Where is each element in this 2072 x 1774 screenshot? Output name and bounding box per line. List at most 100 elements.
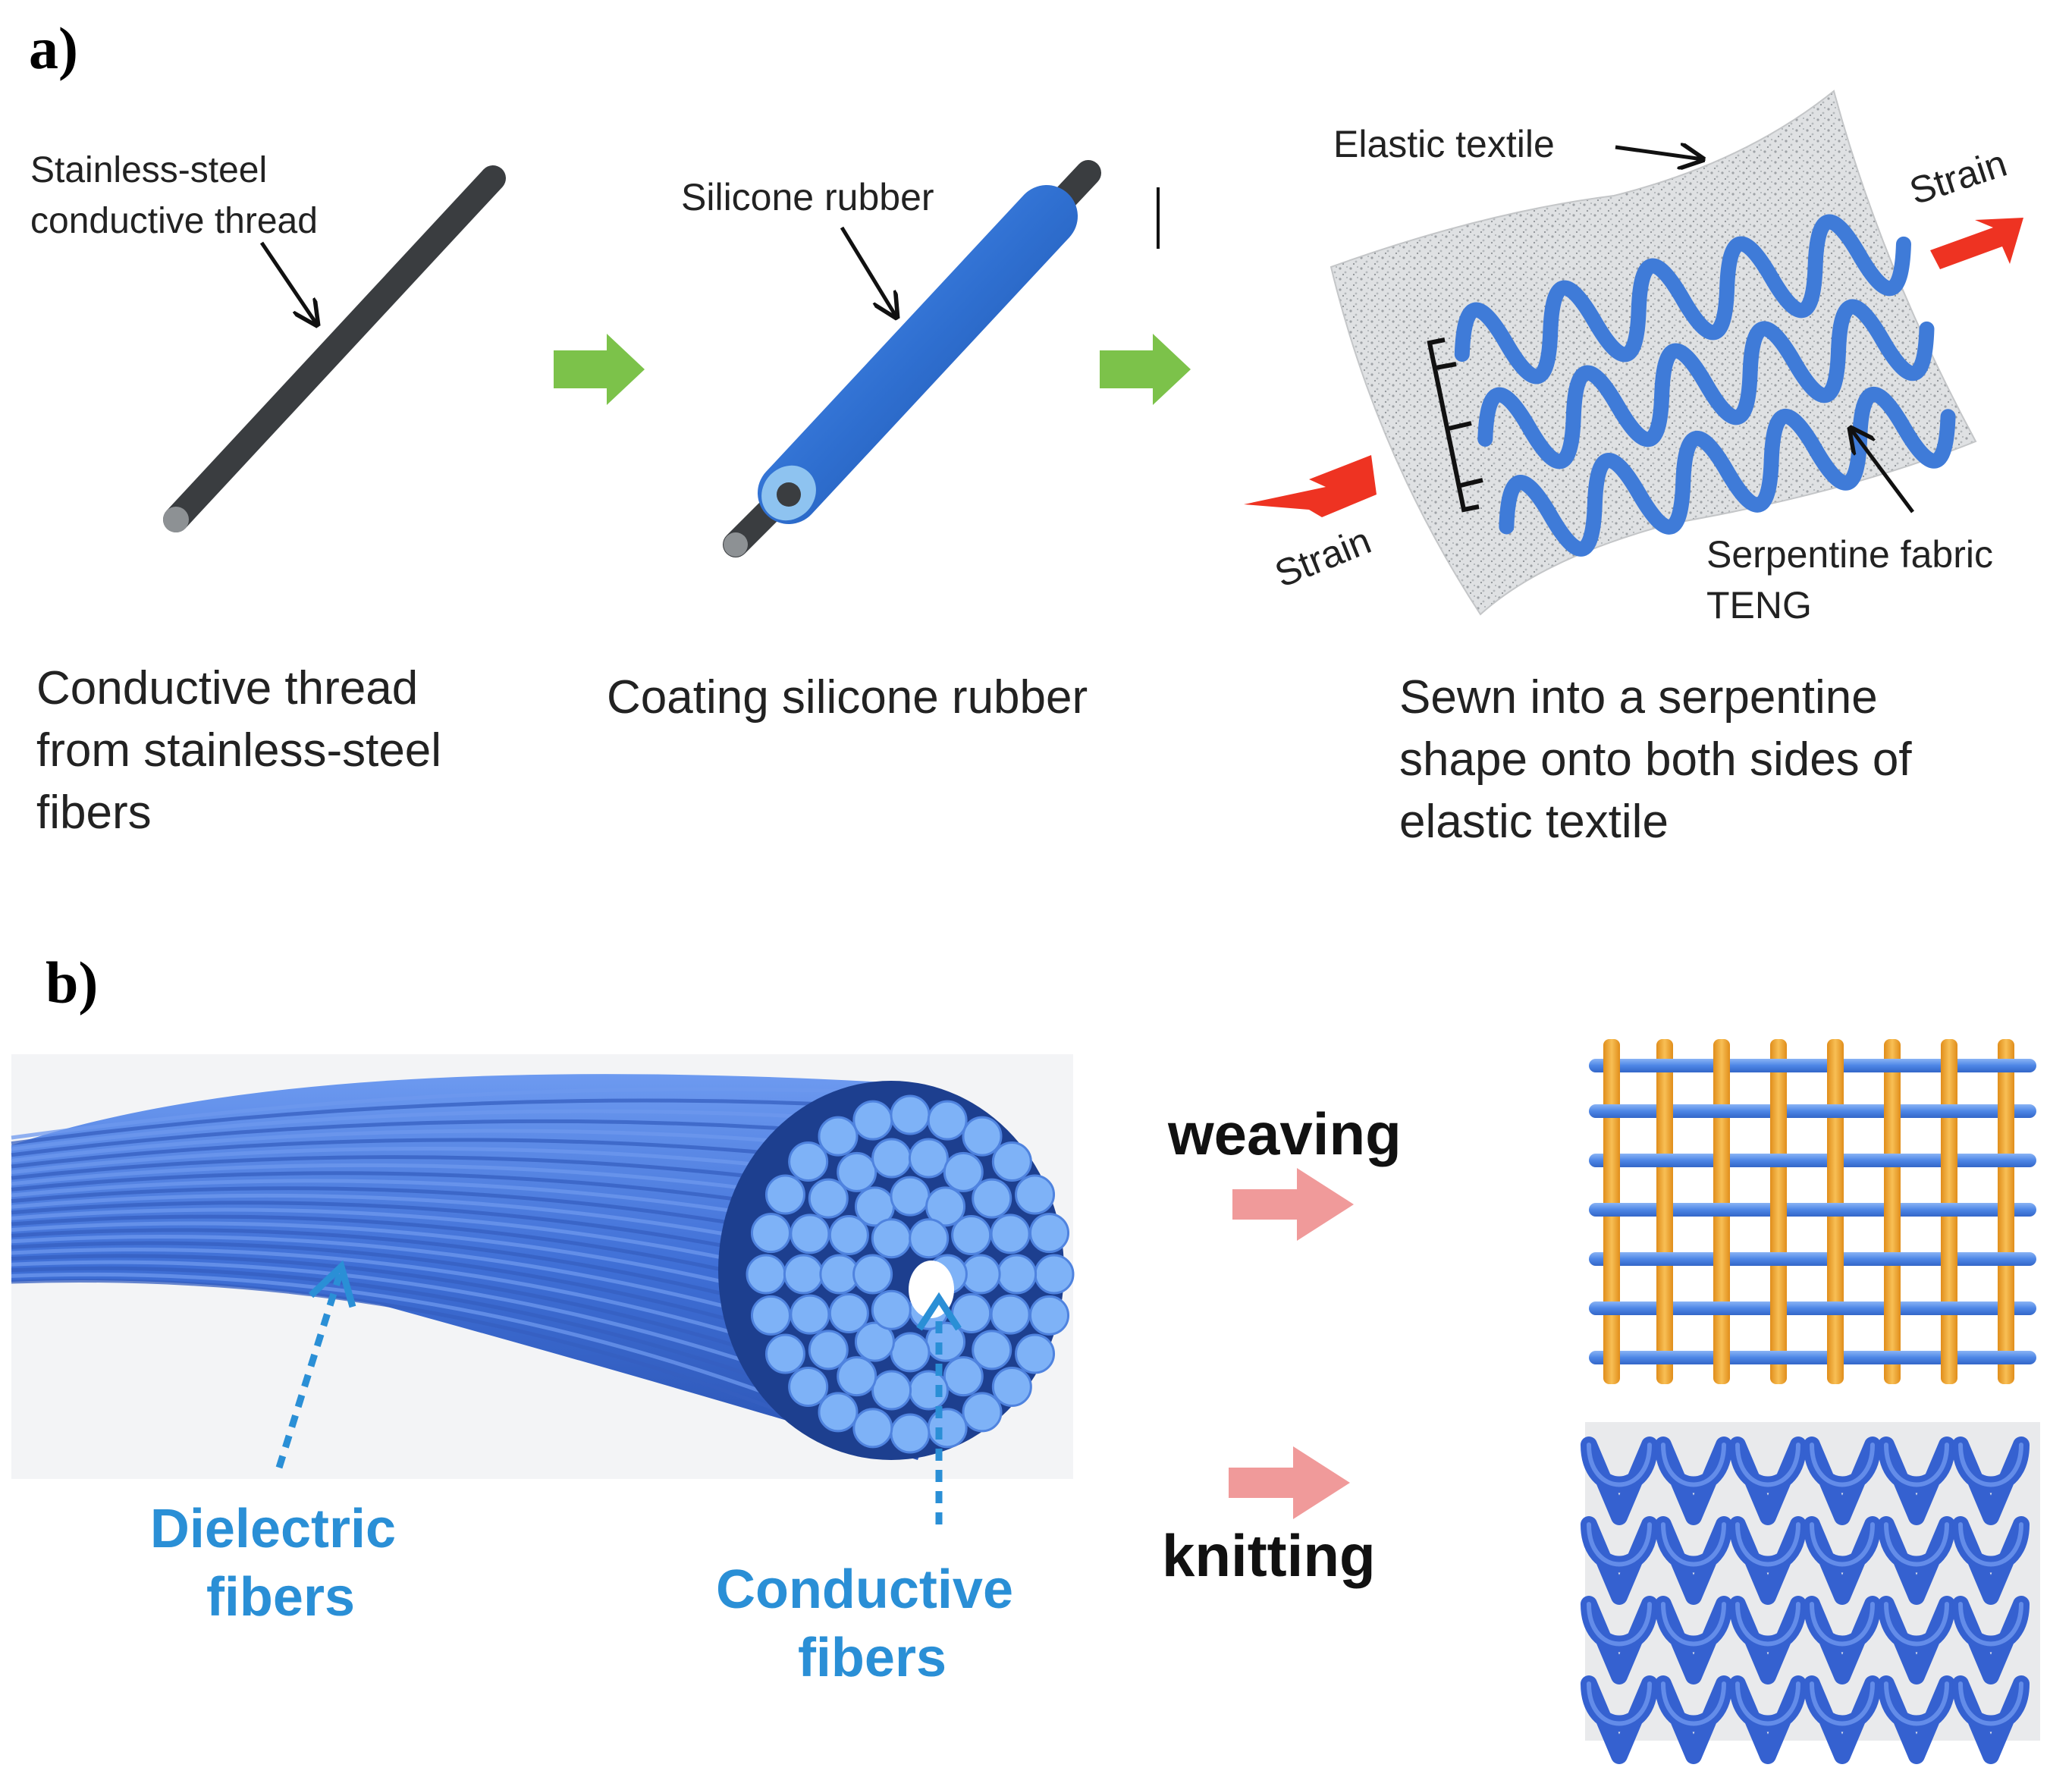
warp-overlap	[1713, 1347, 1730, 1368]
step1-caption-line1: Conductive thread	[36, 662, 418, 714]
flow-arrow-1	[554, 334, 645, 405]
warp-overlap	[1770, 1101, 1787, 1122]
conductive-thread-shaft	[163, 165, 506, 532]
conductive-fibers-label: Conductive fibers	[716, 1559, 1028, 1688]
fiber-end	[854, 1321, 895, 1362]
warp-overlap	[1603, 1248, 1620, 1270]
knit-loop-highlight	[1884, 1602, 1949, 1647]
woven-warp-overlaps	[1603, 1055, 2014, 1368]
fiber-end	[990, 1294, 1031, 1335]
knit-loop-highlight	[1587, 1522, 1652, 1567]
yarn-strand	[11, 1119, 873, 1157]
yarn-strand	[11, 1278, 873, 1451]
weft-yarn	[1589, 1059, 2036, 1072]
fiber-end	[943, 1356, 984, 1397]
electrode-bracket	[1427, 338, 1483, 513]
warp-overlap	[1656, 1199, 1673, 1220]
knit-loop-highlight	[1884, 1522, 1949, 1567]
yarn-strand	[11, 1087, 873, 1140]
silicone-core-dot	[777, 482, 801, 507]
step3-caption: Sewn into a serpentine shape onto both s…	[1399, 671, 1925, 848]
warp-overlap	[1998, 1199, 2014, 1220]
knit-loop-highlight	[1884, 1443, 1949, 1487]
fiber-end	[828, 1292, 869, 1333]
knit-loop-highlight	[1661, 1522, 1726, 1567]
knitted-fabric	[1581, 1422, 2040, 1764]
fiber-end	[890, 1332, 931, 1373]
fiber-end	[1015, 1333, 1056, 1374]
fiber-end	[818, 1392, 859, 1433]
fiber-end	[790, 1214, 830, 1254]
fiber-end	[1034, 1254, 1075, 1295]
fiber-end	[871, 1289, 912, 1330]
fiber-end	[764, 1333, 805, 1374]
serpentine-row-3	[1499, 387, 1956, 557]
yarn-strand	[11, 1109, 873, 1151]
fiber-end	[943, 1151, 984, 1192]
fiber-end	[972, 1330, 1012, 1371]
yarn-strand	[11, 1129, 873, 1163]
fiber-end	[909, 1218, 950, 1259]
warp-overlap	[1998, 1298, 2014, 1319]
weft-yarn	[1589, 1252, 2036, 1266]
weaving-label: weaving	[1167, 1101, 1402, 1167]
knit-loop-highlight	[1735, 1522, 1800, 1567]
knitting-label: knitting	[1162, 1522, 1376, 1589]
fiber-end	[828, 1215, 869, 1256]
fiber-end	[837, 1356, 877, 1397]
fiber-end	[818, 1116, 859, 1157]
warp-overlap	[1884, 1101, 1901, 1122]
silicone-rubber-tube	[758, 185, 1078, 524]
fiber-end	[871, 1218, 912, 1259]
knit-loop-highlight	[1661, 1681, 1726, 1726]
step1-callout-arrow	[259, 241, 317, 325]
warp-overlap	[1713, 1150, 1730, 1171]
knit-loop-highlight	[1958, 1522, 2023, 1567]
strain-label-right: Strain	[1904, 142, 2012, 213]
knit-loops	[1581, 1436, 2030, 1764]
step3-caption-line2: shape onto both sides of	[1399, 733, 1912, 786]
conductive-pointer-head	[916, 1292, 962, 1331]
fiber-end	[927, 1100, 968, 1141]
step1-caption-line3: fibers	[36, 787, 152, 839]
fiber-end	[764, 1174, 805, 1215]
knit-loop-highlight	[1958, 1443, 2023, 1487]
warp-overlap	[1713, 1055, 1730, 1076]
knit-loop-highlight	[1810, 1602, 1875, 1647]
fiber-end	[788, 1141, 829, 1182]
fiber-end	[908, 1138, 949, 1179]
step2-silicone-coating: Silicone rubber Coating silicone rubber	[607, 160, 1160, 724]
fiber-end	[1029, 1213, 1070, 1254]
fiber-end	[1029, 1295, 1070, 1336]
fiber-end	[790, 1294, 830, 1335]
step2-caption: Coating silicone rubber	[607, 671, 1088, 724]
fiber-end	[997, 1254, 1038, 1295]
knit-loop-highlight	[1958, 1681, 2023, 1726]
weft-yarn	[1589, 1203, 2036, 1217]
dielectric-pointer-head	[308, 1260, 356, 1308]
fiber-end	[808, 1178, 849, 1219]
step1-caption: Conductive thread from stainless-steel f…	[36, 662, 454, 839]
yarn-strand	[11, 1138, 873, 1169]
fiber-end	[962, 1392, 1003, 1433]
warp-overlap	[1827, 1150, 1844, 1171]
warp-overlap	[1941, 1150, 1957, 1171]
strain-label-left: Strain	[1269, 519, 1377, 595]
weft-yarn	[1589, 1104, 2036, 1118]
fiber-cross-sections	[746, 1094, 1075, 1454]
warp-overlap	[1941, 1055, 1957, 1076]
warp-overlap	[1998, 1101, 2014, 1122]
warp-overlap	[1941, 1248, 1957, 1270]
step1-conductive-thread: Stainless-steel conductive thread Conduc…	[30, 150, 506, 839]
fiber-end	[750, 1295, 791, 1336]
serpentine-callout: Serpentine fabric TENG	[1706, 533, 2004, 626]
warp-overlap	[1827, 1347, 1844, 1368]
fiber-end	[783, 1254, 824, 1295]
warp-overlap	[1713, 1248, 1730, 1270]
knit-loop-highlight	[1587, 1681, 1652, 1726]
flow-arrow-2	[1100, 334, 1191, 405]
fiber-end	[990, 1214, 1031, 1254]
serpentine-rows	[1454, 214, 1956, 557]
serpentine-callout-line1: Serpentine fabric	[1706, 533, 1993, 576]
fiber-end	[972, 1178, 1012, 1219]
